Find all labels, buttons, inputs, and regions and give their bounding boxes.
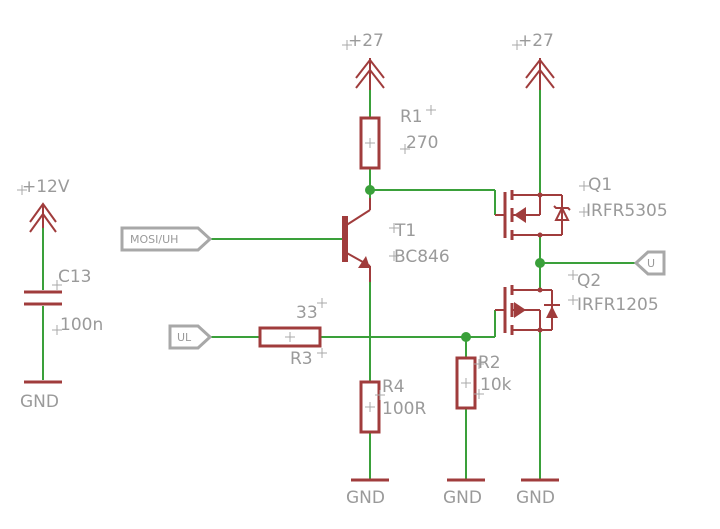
ground-c13-label: GND	[20, 392, 59, 412]
resistor-r1: R1 270	[359, 105, 438, 170]
resistor-r4: R4 100R	[359, 377, 426, 434]
ground-r4: GND	[346, 478, 389, 508]
junction-dot	[535, 258, 545, 268]
port-ul-label: UL	[177, 331, 192, 344]
supply-27-right-label: +27	[518, 31, 554, 51]
supply-27-left: +27	[342, 31, 385, 90]
junction-dot	[461, 332, 471, 342]
r4-value: 100R	[382, 399, 426, 419]
supply-27-right: +27	[512, 31, 555, 90]
supply-27-left-label: +27	[348, 31, 384, 51]
ground-q2-label: GND	[516, 488, 555, 508]
r2-name: R2	[478, 353, 501, 373]
port-mosi-uh: MOSI/UH	[120, 226, 213, 252]
port-u: U	[633, 250, 666, 276]
mosfet-q2: Q2 IRFR1205	[495, 270, 659, 335]
r4-name: R4	[382, 377, 405, 397]
mosfet-q1: Q1 IRFR5305	[495, 175, 668, 240]
c13-name: C13	[58, 267, 92, 287]
ground-q2: GND	[516, 478, 559, 508]
supply-12v: +12V	[17, 177, 70, 233]
q2-value: IRFR1205	[577, 295, 659, 315]
r1-name: R1	[400, 107, 423, 127]
q1-name: Q1	[588, 175, 612, 195]
t1-name: T1	[394, 221, 416, 241]
r3-value: 33	[296, 303, 318, 323]
q1-value: IRFR5305	[586, 201, 668, 221]
r1-value: 270	[406, 133, 438, 153]
transistor-t1: T1 BC846	[342, 198, 450, 282]
resistor-r3: 33 R3	[258, 298, 327, 369]
ground-c13: GND	[20, 380, 62, 412]
capacitor-c13: C13 100n	[24, 267, 103, 335]
port-ul: UL	[168, 324, 213, 350]
q2-name: Q2	[577, 271, 601, 291]
c13-value: 100n	[60, 315, 103, 335]
t1-value: BC846	[394, 247, 450, 267]
junction-dot	[365, 185, 375, 195]
r3-name: R3	[290, 349, 313, 369]
port-mosi-uh-label: MOSI/UH	[130, 233, 178, 246]
wires	[42, 90, 636, 480]
ground-r4-label: GND	[346, 488, 385, 508]
ground-r2-label: GND	[443, 488, 482, 508]
r2-value: 10k	[480, 375, 512, 395]
ground-r2: GND	[443, 478, 485, 508]
junctions	[365, 185, 545, 342]
port-u-label: U	[647, 257, 655, 270]
supply-12v-label: +12V	[22, 177, 70, 197]
resistor-r2: R2 10k	[455, 353, 512, 410]
